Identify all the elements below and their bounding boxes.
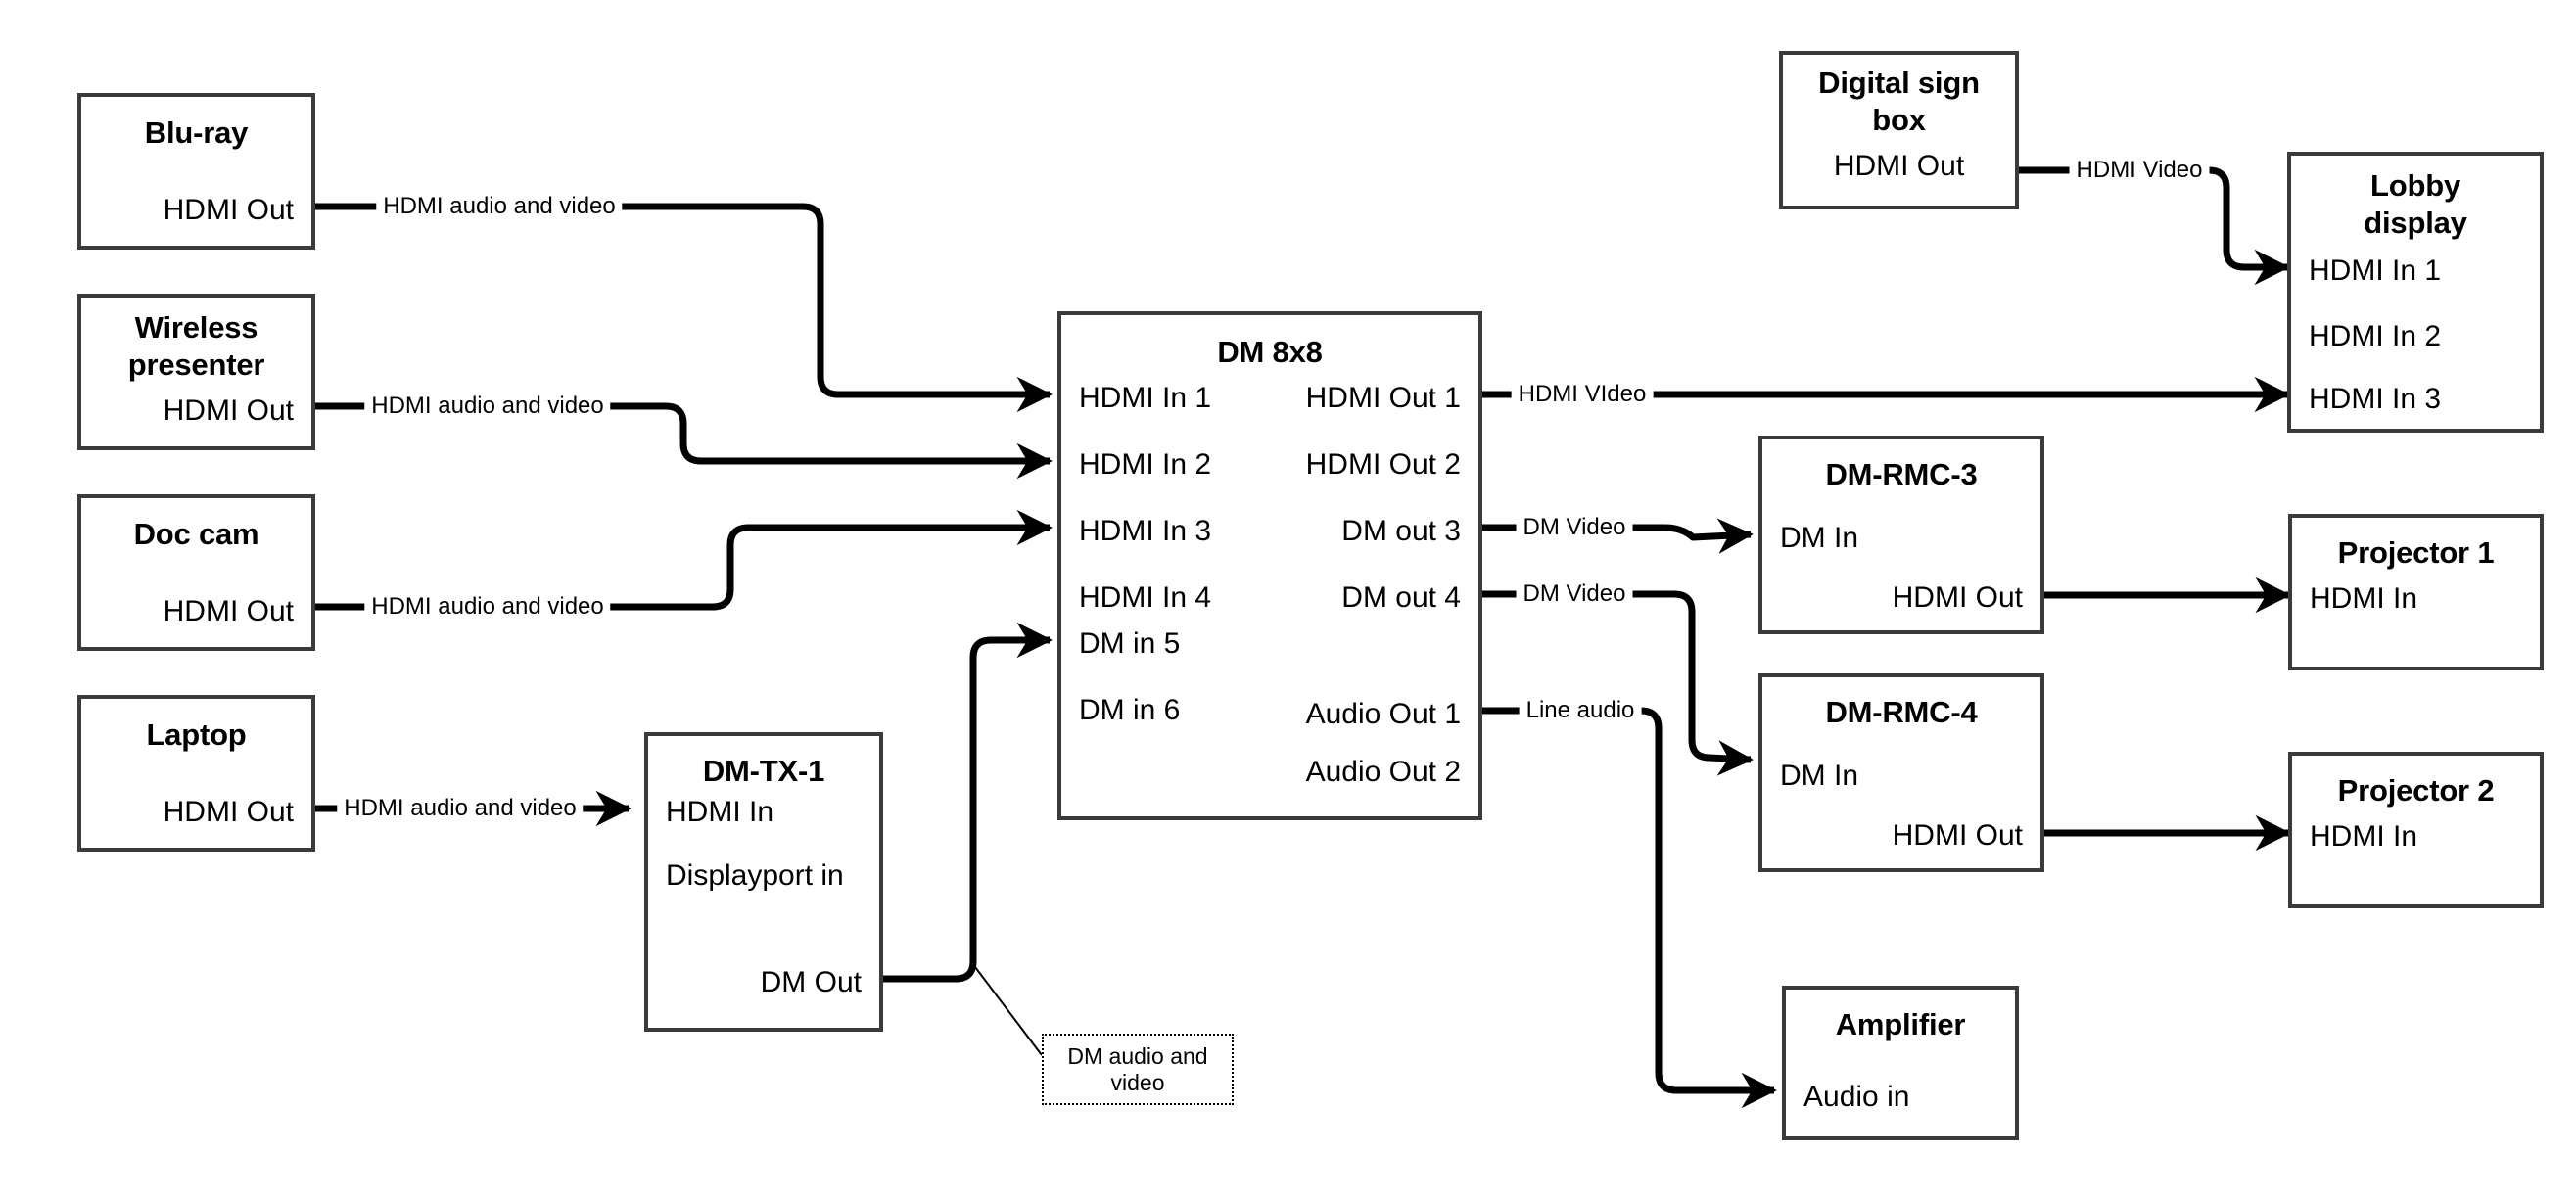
node-digital-sign-box-title-line2: box <box>1872 103 1926 137</box>
node-laptop-title: Laptop <box>146 717 247 752</box>
note-dm-audio-and-video: DM audio and video <box>1042 1034 1234 1105</box>
node-dm-8x8-input-hdmi-in-1: HDMI In 1 <box>1079 382 1212 414</box>
node-lobby-display-port-hdmi-in-2: HDMI In 2 <box>2309 320 2442 352</box>
node-laptop[interactable]: Laptop HDMI Out <box>77 695 315 852</box>
node-dm-8x8-output-dm-out-3: DM out 3 <box>1341 515 1461 547</box>
node-dm-rmc-3-port-hdmi-out: HDMI Out <box>1892 581 2023 614</box>
node-dm-8x8-input-hdmi-in-2: HDMI In 2 <box>1079 448 1212 481</box>
node-projector-1-title: Projector 1 <box>2337 535 2495 570</box>
node-dm-8x8-output-hdmi-out-2: HDMI Out 2 <box>1305 448 1461 481</box>
wire-digitalsign-to-lobby-hdmi-in-1 <box>2019 166 2290 286</box>
node-dm-8x8-input-dm-in-6: DM in 6 <box>1079 694 1181 726</box>
node-dm-rmc-3[interactable]: DM-RMC-3 DM In HDMI Out <box>1758 436 2044 634</box>
node-wireless-presenter-port-hdmi-out: HDMI Out <box>163 394 294 427</box>
node-dm-8x8-output-audio-out-2: Audio Out 2 <box>1305 756 1461 788</box>
node-projector-1-port-hdmi-in: HDMI In <box>2310 582 2418 615</box>
node-dm-8x8[interactable]: DM 8x8 HDMI In 1 HDMI In 2 HDMI In 3 HDM… <box>1057 311 1482 820</box>
node-doc-cam-title: Doc cam <box>133 517 259 551</box>
node-dm-tx-1-title: DM-TX-1 <box>702 754 825 788</box>
node-dm-8x8-title: DM 8x8 <box>1217 335 1323 369</box>
leader-line-dm-audio-video-note <box>974 966 1043 1056</box>
node-dm-rmc-4-port-dm-in: DM In <box>1780 760 1859 792</box>
node-wireless-presenter-title-line1: Wireless <box>134 310 258 345</box>
node-dm-8x8-input-hdmi-in-4: HDMI In 4 <box>1079 581 1212 614</box>
node-dm-8x8-input-dm-in-5: DM in 5 <box>1079 627 1181 660</box>
node-wireless-presenter[interactable]: Wireless presenter HDMI Out <box>77 294 315 450</box>
node-dm-rmc-3-title: DM-RMC-3 <box>1825 457 1978 491</box>
node-wireless-presenter-title-line2: presenter <box>127 347 265 382</box>
wire-label-audioout1-to-amplifier: Line audio <box>1519 697 1642 724</box>
wire-label-dmout3-to-dmrmc3: DM Video <box>1516 514 1633 541</box>
node-bluray-port-hdmi-out: HDMI Out <box>163 194 294 226</box>
wire-label-digitalsign-to-lobby: HDMI Video <box>2069 157 2210 184</box>
node-bluray-title: Blu-ray <box>144 115 249 150</box>
node-lobby-display[interactable]: Lobby display HDMI In 1 HDMI In 2 HDMI I… <box>2287 152 2544 433</box>
node-dm-tx-1[interactable]: DM-TX-1 HDMI In Displayport in DM Out <box>644 732 883 1032</box>
node-projector-1[interactable]: Projector 1 HDMI In <box>2288 514 2544 670</box>
node-dm-rmc-4-port-hdmi-out: HDMI Out <box>1892 819 2023 852</box>
node-bluray[interactable]: Blu-ray HDMI Out <box>77 93 315 250</box>
node-laptop-port-hdmi-out: HDMI Out <box>163 796 294 828</box>
node-lobby-display-title-line2: display <box>2364 206 2467 240</box>
note-dm-audio-and-video-text: DM audio and video <box>1067 1042 1208 1095</box>
node-dm-rmc-4[interactable]: DM-RMC-4 DM In HDMI Out <box>1758 673 2044 872</box>
node-digital-sign-box[interactable]: Digital sign box HDMI Out <box>1779 51 2019 209</box>
wire-dm8x8-audioout1-to-amplifier-audio-in <box>1482 707 1777 1109</box>
node-dm-8x8-output-audio-out-1: Audio Out 1 <box>1305 698 1461 730</box>
wire-label-hdmiout1-to-lobby: HDMI VIdeo <box>1511 381 1654 408</box>
node-dm-rmc-4-title: DM-RMC-4 <box>1825 695 1978 729</box>
node-dm-tx-1-port-dm-out: DM Out <box>760 966 862 998</box>
wire-dmtx1-to-dm8x8-dm-in-5 <box>881 622 1053 983</box>
node-amplifier[interactable]: Amplifier Audio in <box>1782 986 2019 1140</box>
wire-label-laptop-to-dmtx1: HDMI audio and video <box>337 795 584 822</box>
node-projector-2[interactable]: Projector 2 HDMI In <box>2288 752 2544 908</box>
node-dm-tx-1-port-displayport-in: Displayport in <box>666 859 844 892</box>
node-doc-cam[interactable]: Doc cam HDMI Out <box>77 494 315 651</box>
wire-label-dmout4-to-dmrmc4: DM Video <box>1516 580 1633 608</box>
node-projector-2-port-hdmi-in: HDMI In <box>2310 820 2418 853</box>
node-dm-rmc-3-port-dm-in: DM In <box>1780 522 1859 554</box>
node-dm-8x8-output-dm-out-4: DM out 4 <box>1341 581 1461 614</box>
wire-bluray-to-dm8x8-hdmi-in-1 <box>315 203 1053 413</box>
node-dm-8x8-input-hdmi-in-3: HDMI In 3 <box>1079 515 1212 547</box>
node-projector-2-title: Projector 2 <box>2337 773 2495 808</box>
wire-dm8x8-dmout4-to-dmrmc4-dm-in <box>1482 590 1754 776</box>
node-lobby-display-port-hdmi-in-1: HDMI In 1 <box>2309 254 2442 287</box>
node-doc-cam-port-hdmi-out: HDMI Out <box>163 595 294 627</box>
node-lobby-display-title-line1: Lobby <box>2370 168 2460 203</box>
node-lobby-display-port-hdmi-in-3: HDMI In 3 <box>2309 383 2442 415</box>
node-dm-8x8-output-hdmi-out-1: HDMI Out 1 <box>1305 382 1461 414</box>
wire-label-bluray-to-dm8x8: HDMI audio and video <box>376 193 623 220</box>
node-digital-sign-box-title-line1: Digital sign <box>1818 66 1980 100</box>
node-amplifier-port-audio-in: Audio in <box>1803 1081 1910 1113</box>
wire-label-doccam-to-dm8x8: HDMI audio and video <box>364 593 611 621</box>
node-amplifier-title: Amplifier <box>1835 1007 1966 1041</box>
wire-label-wireless-to-dm8x8: HDMI audio and video <box>364 393 611 420</box>
node-digital-sign-box-port-hdmi-out: HDMI Out <box>1833 150 1965 182</box>
node-dm-tx-1-port-hdmi-in: HDMI In <box>666 796 774 828</box>
